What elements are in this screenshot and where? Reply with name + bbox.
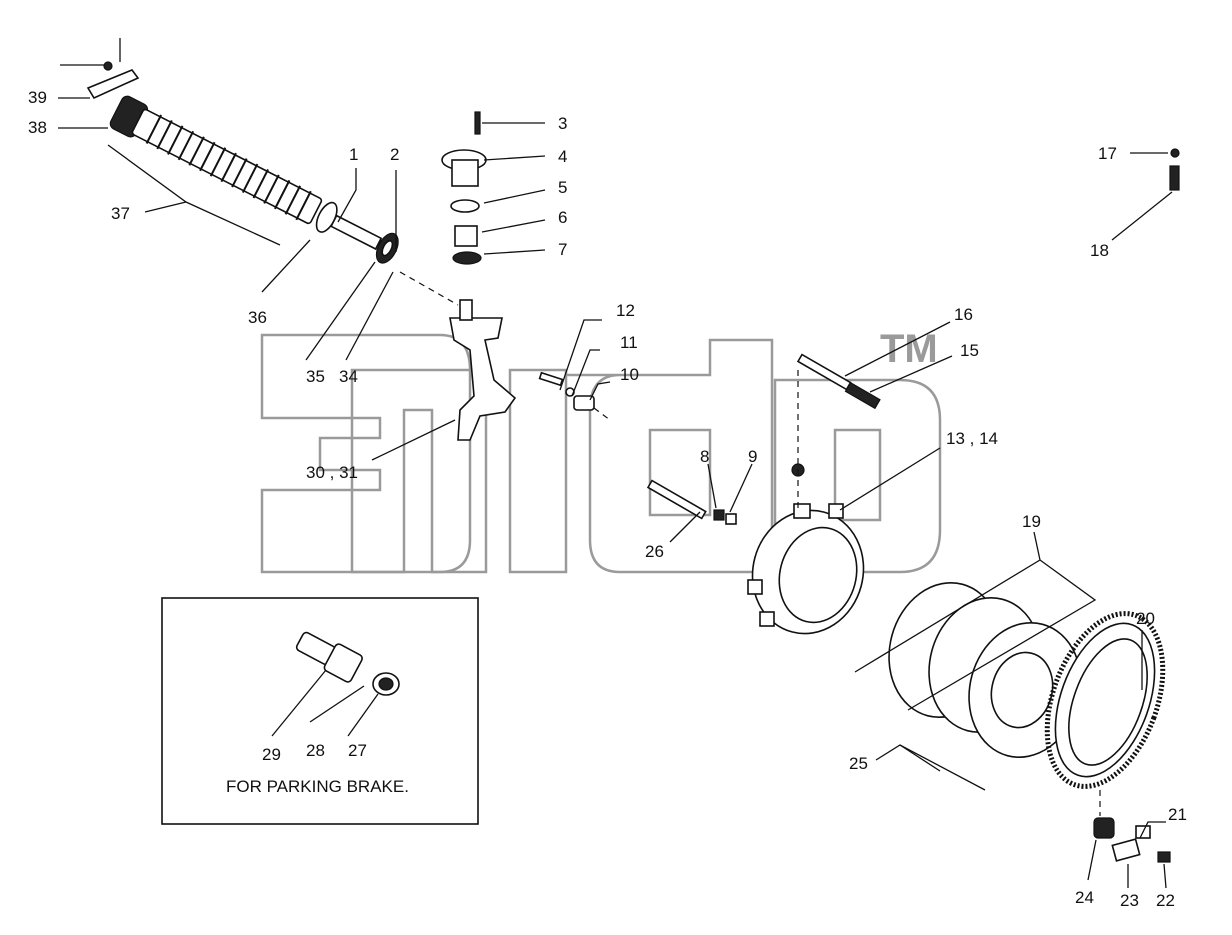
callout-6: 6 [558, 208, 567, 227]
brake-lever [449, 299, 517, 441]
callout-37: 39 [28, 88, 47, 107]
callout-36: 38 [28, 118, 47, 137]
inset-callout-27: 27 [348, 741, 367, 760]
pin-bolt-nut [646, 479, 737, 525]
callout-2: 2 [390, 145, 399, 164]
callout-5: 5 [558, 178, 567, 197]
trademark-mark: TM [880, 327, 938, 371]
rod-and-spring [791, 353, 881, 477]
callout-32: 34 [339, 367, 358, 386]
callout-12: 12 [616, 301, 635, 320]
brake-shaft-assembly [86, 61, 399, 264]
callout-19: 19 [1022, 512, 1041, 531]
callouts: 1 2 3 4 5 6 7 8 9 10 11 12 13 , 14 15 16… [28, 88, 1187, 910]
inset-callout-28: 28 [306, 741, 325, 760]
callout-3: 3 [558, 114, 567, 133]
callout-26: 26 [645, 542, 664, 561]
parking-brake-inset: 29 28 27 FOR PARKING BRAKE. [161, 597, 479, 825]
callout-33: 35 [306, 367, 325, 386]
callout-23: 23 [1120, 891, 1139, 910]
callout-35: 37 [111, 204, 130, 223]
callout-18: 18 [1090, 241, 1109, 260]
callout-22: 22 [1156, 891, 1175, 910]
callout-17: 17 [1098, 144, 1117, 163]
callout-11: 11 [620, 333, 638, 352]
callout-9: 9 [748, 447, 757, 466]
callout-15: 15 [960, 341, 979, 360]
callout-1: 1 [349, 145, 358, 164]
callout-4: 4 [558, 147, 567, 166]
callout-25: 25 [849, 754, 868, 773]
callout-7: 7 [558, 240, 567, 259]
callout-34: 36 [248, 308, 267, 327]
small-bracket-parts [1093, 817, 1171, 863]
callout-24: 24 [1075, 888, 1094, 907]
pressure-plate [747, 503, 865, 635]
inset-parts [271, 631, 400, 737]
callout-20: 20 [1136, 609, 1155, 628]
callout-8: 8 [700, 447, 709, 466]
leader-lines [58, 38, 1173, 889]
callout-13-14: 13 , 14 [946, 429, 998, 448]
inset-callout-29: 29 [262, 745, 281, 764]
adjuster-parts [538, 371, 595, 411]
callout-21: 21 [1168, 805, 1187, 824]
cover-stack [441, 111, 487, 265]
inset-caption: FOR PARKING BRAKE. [226, 777, 409, 796]
callout-16: 16 [954, 305, 973, 324]
bolt-and-pin [1169, 148, 1180, 191]
callout-10: 10 [620, 365, 639, 384]
ring-gear [1044, 611, 1166, 789]
callout-30-31: 30 , 31 [306, 463, 358, 482]
